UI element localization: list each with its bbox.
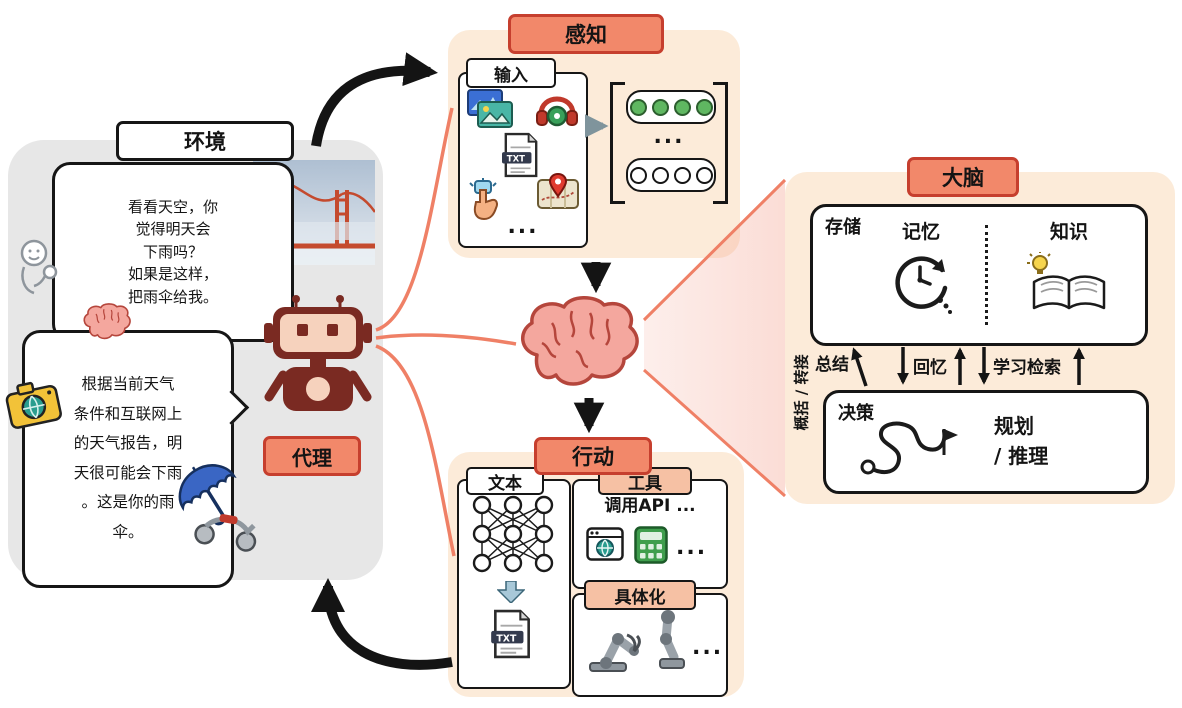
robot-to-action-link <box>375 344 456 557</box>
retrieval-label: 学习检索 <box>993 358 1061 378</box>
bracket-right <box>713 82 728 204</box>
input-label: 输入 <box>466 58 556 88</box>
summary-label: 总结 <box>815 355 849 375</box>
touch-input-icon <box>464 178 504 222</box>
browser-tool-icon <box>586 527 624 561</box>
agent-label: 代理 <box>263 436 361 476</box>
image-input-icon <box>466 88 514 130</box>
bracket-left <box>610 82 625 204</box>
input-box: TXT ... <box>458 72 588 248</box>
embodiment-ellipsis: ... <box>692 635 724 660</box>
token-row-1 <box>626 90 716 124</box>
perception-title: 感知 <box>508 14 664 54</box>
environment-panel: 看看天空，你 觉得明天会 下雨吗？ 如果是这样， 把雨伞给我。 根据当前天气 条… <box>5 121 383 588</box>
knowledge-icon <box>1005 252 1133 314</box>
token-dot <box>673 166 691 184</box>
brain-icon-small <box>80 302 132 342</box>
user-speech-text: 看看天空，你 觉得明天会 下雨吗？ 如果是这样， 把雨伞给我。 <box>127 197 218 306</box>
agent-speech-text: 根据当前天气 条件和互联网上 的天气报告，明 天很可能会下雨 。这是你的雨 伞。 <box>73 375 183 541</box>
embodiment-box: ... <box>572 593 728 697</box>
perception-panel: TXT ... 输入 <box>448 14 740 258</box>
agent-speech-bubble: 根据当前天气 条件和互联网上 的天气报告，明 天很可能会下雨 。这是你的雨 伞。 <box>22 330 250 588</box>
token-dot <box>651 98 669 116</box>
token-dot <box>673 98 691 116</box>
text-output-label: 文本 <box>466 467 544 495</box>
token-sequence: ... <box>610 82 728 204</box>
token-dot <box>629 98 647 116</box>
map-pin-icon <box>536 170 580 210</box>
memory-label: 记忆 <box>901 221 940 243</box>
robot-to-perception-link <box>375 107 454 332</box>
storage-box: 存储 记忆 知识 <box>810 204 1148 346</box>
network-icon <box>464 493 562 575</box>
scooter-icon <box>187 500 268 556</box>
tools-ellipsis: ... <box>676 535 708 560</box>
svg-text:TXT: TXT <box>507 155 525 165</box>
plan-route-icon <box>852 415 967 483</box>
audio-input-icon <box>534 86 580 128</box>
robot-arm-icon <box>584 613 642 675</box>
knowledge-section: 知识 <box>1005 217 1133 314</box>
robot-leg-icon <box>652 609 688 673</box>
brain-title: 大脑 <box>907 157 1019 197</box>
token-dot <box>651 166 669 184</box>
bubble-tail <box>213 389 250 426</box>
tools-box: 调用API ... <box>572 479 728 589</box>
storage-divider <box>985 225 988 325</box>
robot-to-brain-link <box>375 333 517 346</box>
decision-box: 决策 规划 / 推理 <box>823 390 1149 494</box>
robot-icon <box>262 293 374 433</box>
memory-section: 记忆 <box>865 217 977 314</box>
token-dot <box>629 166 647 184</box>
storage-label: 存储 <box>825 217 861 238</box>
action-to-env-arrow <box>311 578 453 670</box>
svg-text:TXT: TXT <box>496 633 517 644</box>
token-row-2 <box>626 158 716 192</box>
generalize-transfer-label: 概括 / 转接 <box>792 354 811 431</box>
input-ellipsis: ... <box>507 214 539 239</box>
environment-title: 环境 <box>116 121 294 161</box>
camera-icon <box>1 373 64 433</box>
env-to-perception-arrow <box>311 52 438 147</box>
decision-label: 决策 <box>838 403 874 424</box>
action-title: 行动 <box>534 437 652 475</box>
planning-reasoning-label: 规划 / 推理 <box>994 414 1049 468</box>
brain-panel: 存储 记忆 知识 <box>785 157 1175 504</box>
knowledge-label: 知识 <box>1049 221 1088 243</box>
person-icon <box>14 238 60 296</box>
arrow-down-icon <box>497 581 525 603</box>
memory-icon <box>865 248 977 314</box>
call-api-text: 调用API ... <box>604 496 696 516</box>
recall-label: 回忆 <box>913 358 947 378</box>
calculator-tool-icon <box>634 526 668 564</box>
token-ellipsis: ... <box>653 124 685 149</box>
txt-file-icon: TXT <box>502 132 540 178</box>
embodiment-label: 具体化 <box>584 580 696 610</box>
brain-illustration <box>512 293 642 393</box>
token-dot <box>695 166 713 184</box>
txt-file-icon: TXT <box>491 609 533 659</box>
text-output-box: TXT <box>457 479 571 689</box>
action-panel: TXT 文本 调用API ... <box>448 437 744 697</box>
token-dot <box>695 98 713 116</box>
